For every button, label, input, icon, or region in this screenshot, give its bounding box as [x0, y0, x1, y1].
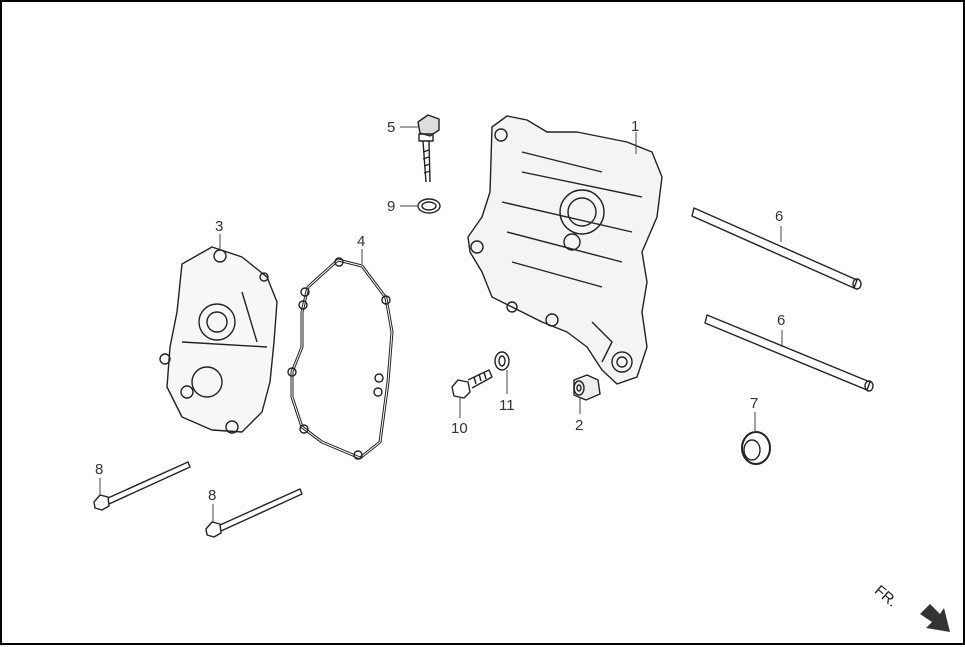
callout-11: 11: [499, 397, 515, 414]
stud-bolt-icon: [691, 207, 862, 290]
callout-4: 4: [357, 233, 366, 250]
gasket-icon: [287, 257, 394, 460]
callout-6a: 6: [775, 208, 784, 225]
long-bolt-icon: [205, 488, 303, 538]
stud-bolt-icon: [704, 314, 874, 392]
callout-5: 5: [387, 119, 396, 136]
callout-3: 3: [215, 218, 224, 235]
arrow-down-right-icon: [920, 604, 950, 632]
long-bolt-icon: [93, 461, 191, 511]
oil-seal-icon: [741, 431, 771, 465]
washer-icon: [494, 351, 510, 371]
crankcase-icon: [467, 115, 663, 385]
callout-9: 9: [387, 198, 396, 215]
callout-2: 2: [575, 417, 584, 434]
callout-1: 1: [631, 118, 640, 135]
callout-6b: 6: [777, 312, 786, 329]
callout-10: 10: [451, 420, 468, 437]
dipstick-icon: [417, 114, 440, 183]
collar-icon: [573, 374, 601, 401]
callout-7: 7: [750, 395, 759, 412]
side-cover-icon: [159, 246, 278, 434]
callout-8a: 8: [95, 461, 104, 478]
drain-bolt-icon: [451, 369, 493, 399]
callout-8b: 8: [208, 487, 217, 504]
